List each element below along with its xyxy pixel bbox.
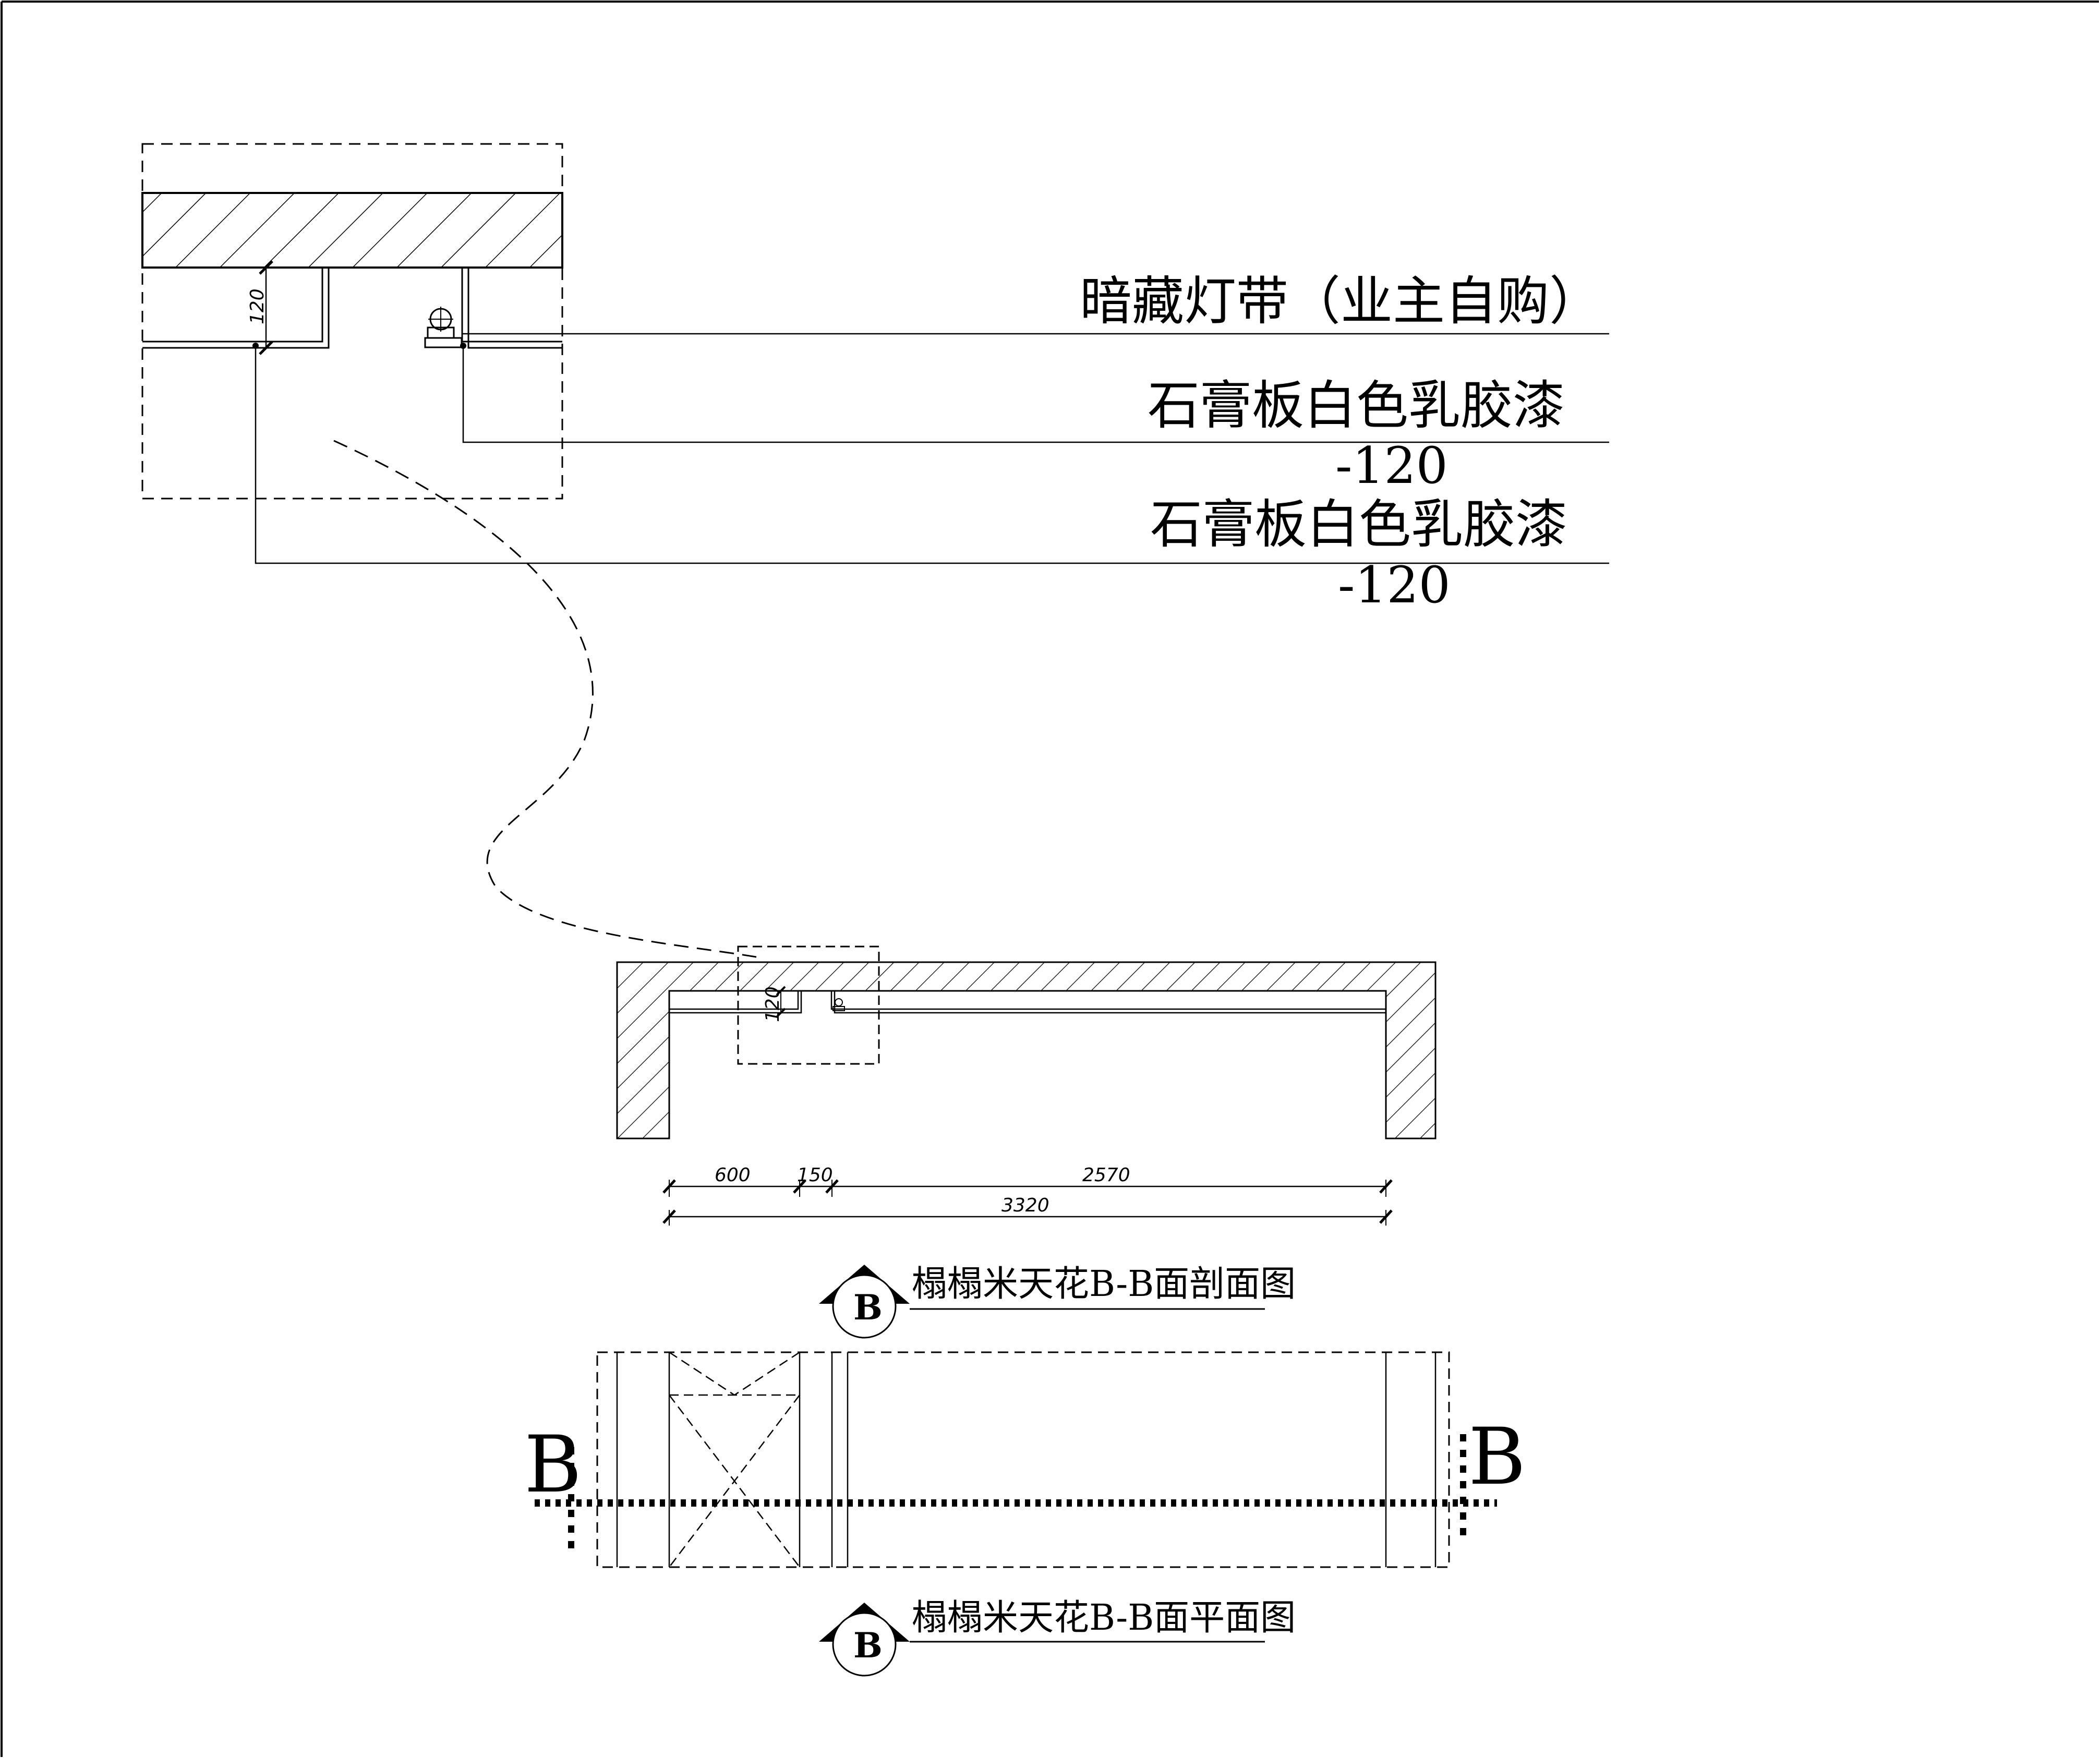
detail-ceiling-right bbox=[461, 268, 562, 343]
cut-label-left: B bbox=[524, 1420, 582, 1510]
callout-light-strip: 暗藏灯带（业主自购） bbox=[1080, 271, 1601, 332]
cut-label-right: B bbox=[1468, 1412, 1526, 1502]
dim-2570: 2570 bbox=[1082, 1165, 1130, 1186]
led-strip-light-icon bbox=[424, 307, 463, 348]
section-title-marker: B bbox=[853, 1287, 883, 1328]
dim-600: 600 bbox=[715, 1165, 751, 1186]
section-dim-120: 120 bbox=[762, 986, 783, 1022]
plan-title-block: B 榻榻米天花B-B面平面图 bbox=[819, 1597, 1296, 1677]
section-title-block: B 榻榻米天花B-B面剖面图 bbox=[819, 1264, 1296, 1339]
section-structure bbox=[616, 961, 1437, 1139]
detail-boundary bbox=[141, 143, 563, 500]
detail-ceiling-left bbox=[142, 268, 323, 343]
callout-gypsum-board-2: 石膏板白色乳胶漆 bbox=[1150, 494, 1567, 555]
detail-link-curve bbox=[333, 440, 757, 958]
detail-dim-120: 120 bbox=[247, 288, 268, 324]
section-light-icon bbox=[832, 998, 845, 1011]
dim-150: 150 bbox=[797, 1165, 833, 1186]
callout-elevation-2: -120 bbox=[1338, 556, 1451, 614]
dim-3320: 3320 bbox=[1001, 1195, 1049, 1216]
section-title-text: 榻榻米天花B-B面剖面图 bbox=[912, 1264, 1296, 1305]
plan-title-marker: B bbox=[853, 1625, 883, 1666]
section-detail-box bbox=[737, 945, 880, 1065]
section-bb-drawing: 120 600 150 2570 3320 bbox=[616, 945, 1437, 1226]
plan-outline bbox=[596, 1351, 1450, 1568]
plan-title-text: 榻榻米天花B-B面平面图 bbox=[912, 1597, 1296, 1639]
detail-slab bbox=[141, 192, 563, 269]
detail-enlargement: 120 bbox=[141, 143, 1609, 564]
callout-elevation-1: -120 bbox=[1335, 437, 1448, 495]
dimension-chain bbox=[662, 1179, 1393, 1226]
plan-drawing bbox=[535, 1351, 1497, 1568]
callout-gypsum-board-1: 石膏板白色乳胶漆 bbox=[1148, 375, 1565, 436]
